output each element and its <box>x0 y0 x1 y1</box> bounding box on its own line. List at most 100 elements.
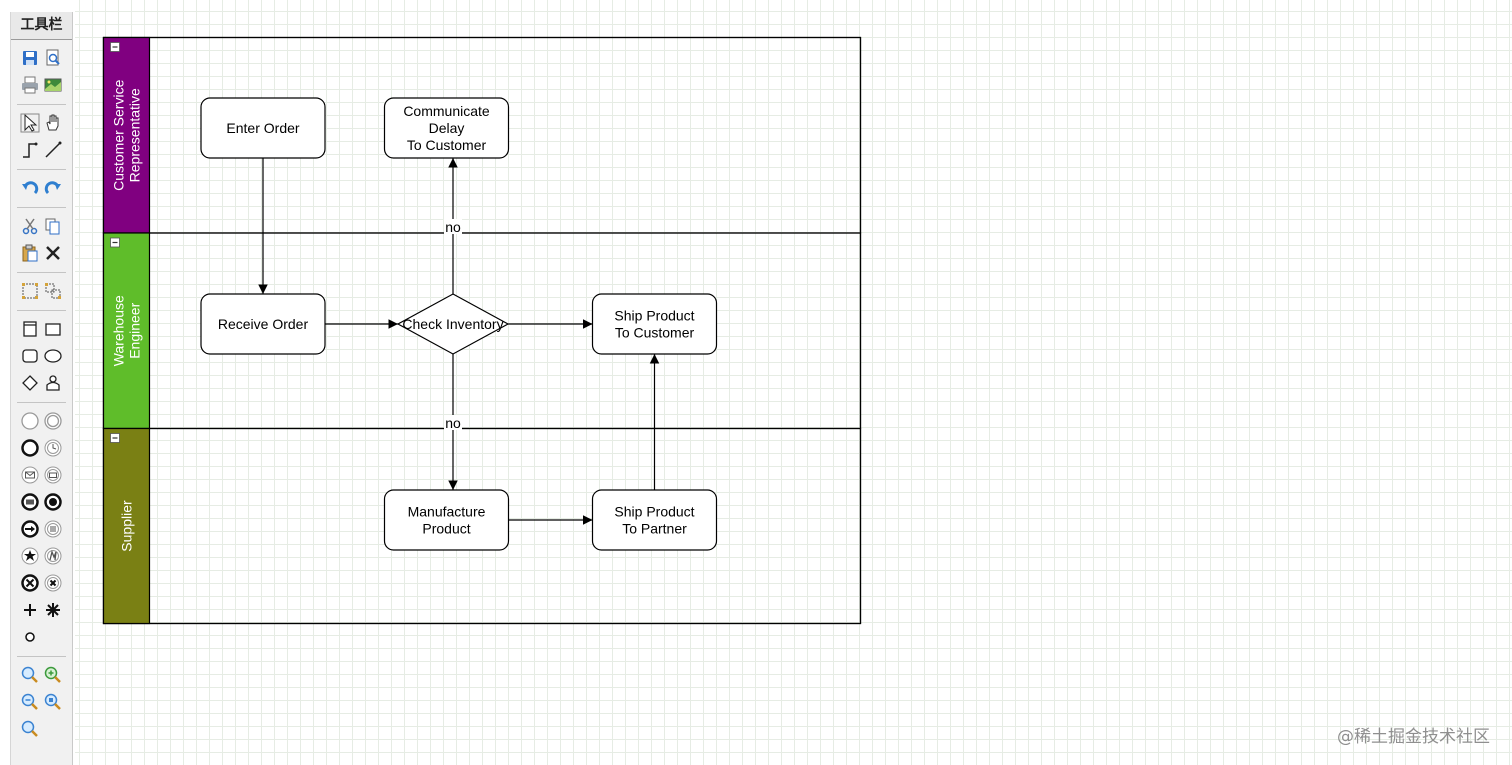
select-button[interactable] <box>18 111 42 135</box>
zoom-actual-button[interactable] <box>42 690 66 714</box>
copy-icon <box>45 218 60 234</box>
escalation-event-icon <box>44 547 62 564</box>
task-shape <box>200 97 326 159</box>
toolbar-row <box>17 342 66 369</box>
cancel-event-button[interactable] <box>18 571 42 595</box>
toolbar-group <box>17 170 66 208</box>
save-icon <box>22 50 37 65</box>
toolbar-row <box>17 434 66 461</box>
message-event-alt-button[interactable] <box>42 463 66 487</box>
lane-header[interactable] <box>102 427 151 625</box>
print-preview-button[interactable] <box>42 46 66 70</box>
save-button[interactable] <box>18 46 42 70</box>
group-icon <box>21 282 38 299</box>
actor-icon <box>46 374 60 391</box>
node-label-line: To Partner <box>622 521 687 537</box>
node-label-line: Receive Order <box>218 316 309 332</box>
ellipse-button[interactable] <box>42 344 66 368</box>
toolbar-row <box>17 488 66 515</box>
actor-button[interactable] <box>42 371 66 395</box>
complex-gateway-button[interactable] <box>42 598 66 622</box>
straight-connector-button[interactable] <box>42 138 66 162</box>
delete-button[interactable] <box>42 241 66 265</box>
rectangle-button[interactable] <box>42 317 66 341</box>
swimlane[interactable]: Customer ServiceRepresentative <box>102 36 862 234</box>
lane-label: WarehouseEngineer <box>111 295 143 366</box>
terminate-event-icon <box>44 492 62 511</box>
multiple-event-button[interactable] <box>42 517 66 541</box>
group-button[interactable] <box>18 279 42 303</box>
parallel-gateway-button[interactable] <box>18 598 42 622</box>
pan-button[interactable] <box>42 111 66 135</box>
lane-header[interactable] <box>102 232 151 430</box>
message-event-button[interactable] <box>18 463 42 487</box>
small-event-button[interactable] <box>18 625 42 649</box>
zoom-fit-button[interactable] <box>18 717 42 741</box>
end-event-button[interactable] <box>18 436 42 460</box>
rounded-rectangle-button[interactable] <box>18 344 42 368</box>
watermark: @稀土掘金技术社区 <box>1337 727 1490 747</box>
edge-label: no <box>445 219 461 235</box>
start-event-button[interactable] <box>18 409 42 433</box>
lane-header[interactable] <box>102 36 151 234</box>
lane-label-line: Engineer <box>127 302 143 358</box>
link-event-button[interactable] <box>18 517 42 541</box>
terminate-event-button[interactable] <box>42 490 66 514</box>
undo-button[interactable] <box>18 176 42 200</box>
node-label-line: Manufacture <box>408 504 486 520</box>
node-label: Check Inventory <box>402 316 503 332</box>
node-label-line: Product <box>422 521 470 537</box>
zoom-out-icon <box>21 693 38 710</box>
copy-button[interactable] <box>42 214 66 238</box>
node-enter[interactable]: Enter Order <box>200 97 326 159</box>
print-icon <box>21 76 38 93</box>
zoom-in-button[interactable] <box>18 663 42 687</box>
undo-icon <box>21 180 38 194</box>
cut-button[interactable] <box>18 214 42 238</box>
multiple-event-icon <box>44 520 62 537</box>
export-image-button[interactable] <box>42 73 66 97</box>
node-label-line: Enter Order <box>226 120 299 136</box>
node-receive[interactable]: Receive Order <box>200 293 326 355</box>
swimlane-button[interactable] <box>18 317 42 341</box>
edge-check-to-delay[interactable]: no <box>444 158 462 294</box>
intermediate-event-button[interactable] <box>42 409 66 433</box>
message-throw-button[interactable] <box>18 490 42 514</box>
paste-button[interactable] <box>18 241 42 265</box>
paste-icon <box>22 244 38 261</box>
node-label-line: To Customer <box>615 325 695 341</box>
message-event-icon <box>21 466 39 483</box>
node-label-line: Ship Product <box>614 308 694 324</box>
node-label-line: Ship Product <box>614 504 694 520</box>
select-icon <box>20 113 40 132</box>
swimlane-icon <box>23 320 37 337</box>
ungroup-button[interactable] <box>42 279 66 303</box>
escalation-event-button[interactable] <box>42 544 66 568</box>
zoom-in-alt-button[interactable] <box>42 663 66 687</box>
toolbar-group <box>17 105 66 170</box>
toolbar-row <box>17 688 66 715</box>
redo-button[interactable] <box>42 176 66 200</box>
node-label: Enter Order <box>226 120 299 136</box>
swimlane[interactable]: Supplier <box>102 427 862 625</box>
toolbar-row <box>17 407 66 434</box>
orthogonal-connector-button[interactable] <box>18 138 42 162</box>
zoom-out-button[interactable] <box>18 690 42 714</box>
diamond-button[interactable] <box>18 371 42 395</box>
lane-label-line: Representative <box>127 88 143 182</box>
timer-event-button[interactable] <box>42 436 66 460</box>
multiple-throw-event-button[interactable] <box>18 544 42 568</box>
node-check[interactable]: Check Inventory <box>396 293 510 355</box>
small-event-icon <box>25 631 35 642</box>
edge-check-to-manufacture[interactable]: no <box>444 354 462 490</box>
cancel-event-icon <box>21 573 39 592</box>
error-event-button[interactable] <box>42 571 66 595</box>
print-button[interactable] <box>18 73 42 97</box>
swimlane[interactable]: WarehouseEngineer <box>102 232 862 430</box>
